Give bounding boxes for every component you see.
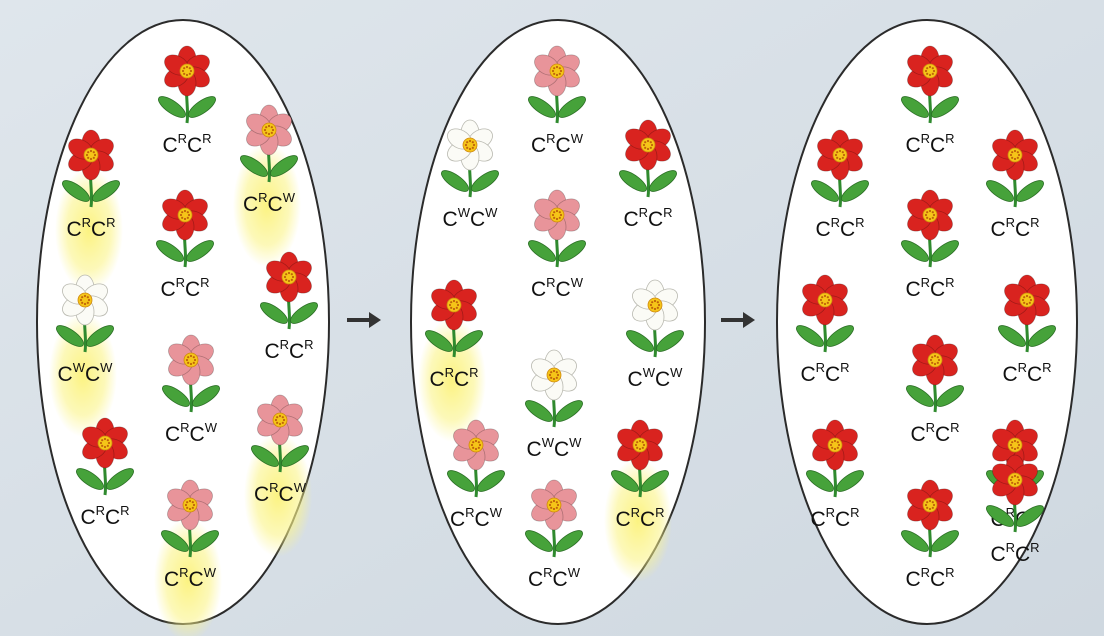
plant: CRCR <box>898 46 961 157</box>
plant: CRCR <box>808 130 871 241</box>
plant: CRCR <box>803 420 866 531</box>
plant: CRCR <box>898 480 961 591</box>
plant: CRCR <box>983 130 1046 241</box>
plant: CRCR <box>983 455 1046 566</box>
plant: CRCR <box>73 418 136 529</box>
plant: CWCW <box>438 120 501 231</box>
plant: CRCR <box>793 275 856 386</box>
plant: CWCW <box>623 280 686 391</box>
plant: CRCR <box>898 190 961 301</box>
plant: CWCW <box>522 350 585 461</box>
plant: CRCR <box>153 190 216 301</box>
plant: CRCW <box>525 46 588 157</box>
plant: CRCR <box>995 275 1058 386</box>
plant: CRCR <box>616 120 679 231</box>
plant: CRCW <box>525 190 588 301</box>
plant: CRCW <box>444 420 507 531</box>
plant: CRCR <box>155 46 218 157</box>
plant: CRCW <box>159 335 222 446</box>
plant: CRCW <box>522 480 585 591</box>
plant: CRCR <box>257 252 320 363</box>
plant: CRCR <box>903 335 966 446</box>
